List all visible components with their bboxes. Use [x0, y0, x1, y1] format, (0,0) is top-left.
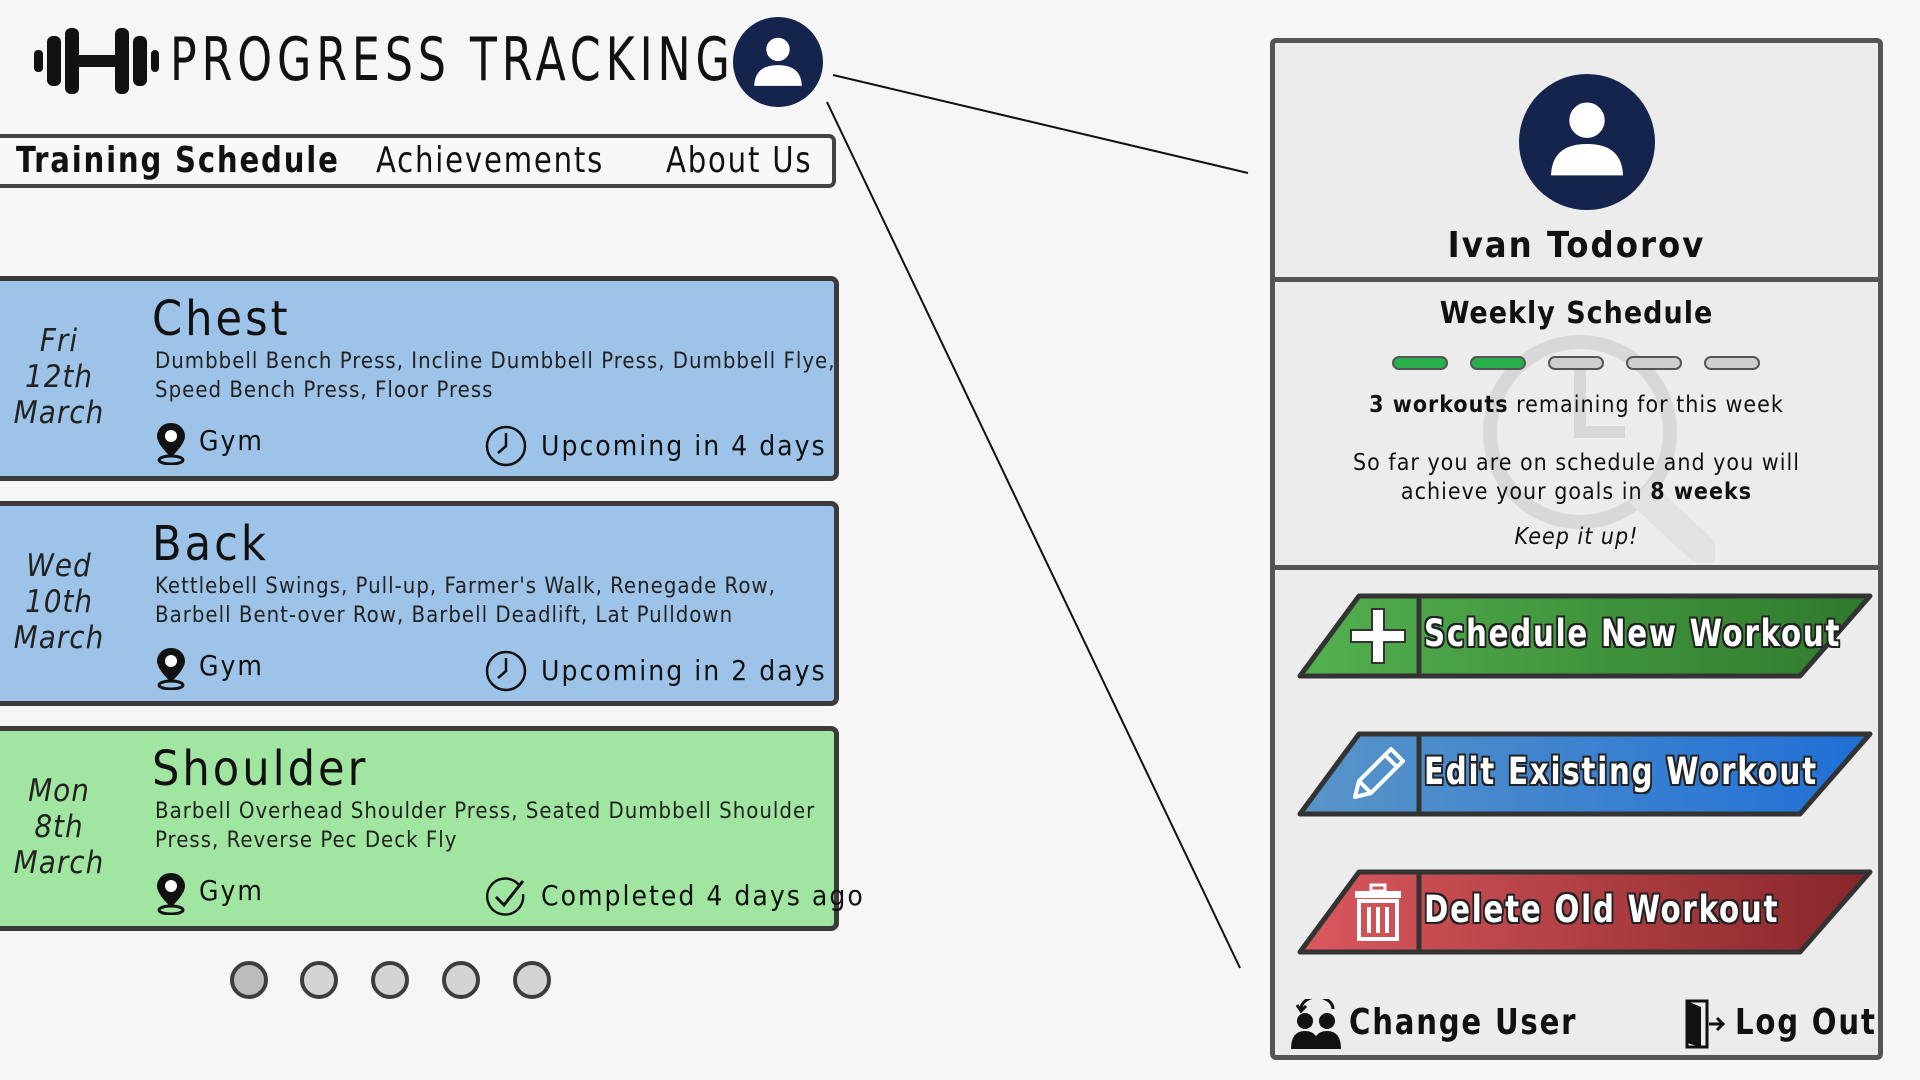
pager-dot-1[interactable]	[230, 961, 268, 999]
pager-dot-5[interactable]	[513, 961, 551, 999]
check-icon	[485, 877, 525, 916]
log-out-button[interactable]: Log Out	[1685, 993, 1875, 1053]
user-icon	[1546, 97, 1628, 180]
profile-avatar	[1519, 74, 1655, 210]
week-progress-3	[1548, 356, 1604, 370]
pager-dot-3[interactable]	[371, 961, 409, 999]
pencil-icon	[1353, 747, 1405, 799]
workout-exercises: Kettlebell Swings, Pull-up, Farmer's Wal…	[155, 574, 776, 628]
edit-existing-workout-button[interactable]: Edit Existing Workout	[1297, 731, 1873, 817]
change-user-icon	[1291, 999, 1341, 1049]
dumbbell-icon	[34, 28, 159, 94]
user-avatar-button[interactable]	[733, 17, 823, 107]
week-progress-1	[1392, 356, 1448, 370]
week-progress-2	[1470, 356, 1526, 370]
user-icon	[751, 34, 805, 89]
pager-dot-2[interactable]	[300, 961, 338, 999]
clock-icon	[485, 425, 527, 467]
workout-title: Chest	[152, 291, 291, 347]
clock-watermark-icon	[1483, 335, 1715, 562]
week-progress-4	[1626, 356, 1682, 370]
location-pin-icon	[157, 873, 185, 915]
workout-title: Back	[152, 516, 269, 572]
weekly-schedule-title: Weekly Schedule	[1439, 296, 1714, 331]
main-nav: Training Schedule Achievements About Us	[0, 134, 836, 188]
schedule-status-line-2: achieve your goals in 8 weeks	[1400, 479, 1753, 505]
encouragement-text: Keep it up!	[1514, 524, 1639, 550]
tab-about-us[interactable]: About Us	[666, 140, 813, 181]
trash-icon	[1355, 883, 1401, 941]
clock-icon	[485, 650, 527, 692]
workout-title: Shoulder	[152, 741, 369, 797]
schedule-new-workout-button[interactable]: Schedule New Workout	[1297, 593, 1873, 679]
location-pin-icon	[157, 423, 185, 465]
location-pin-icon	[157, 648, 185, 690]
tab-training-schedule[interactable]: Training Schedule	[16, 140, 340, 181]
delete-old-workout-button[interactable]: Delete Old Workout	[1297, 869, 1873, 955]
plus-icon	[1350, 608, 1406, 664]
delete-button-shape	[1297, 869, 1873, 955]
weekly-schedule: Weekly Schedule 3 workouts remaining for…	[1275, 282, 1878, 570]
app-title: PROGRESS TRACKING	[170, 25, 735, 95]
profile-panel: Ivan Todorov Weekly Schedule 3 workouts …	[1270, 38, 1883, 1060]
pager-dot-4[interactable]	[442, 961, 480, 999]
change-user-button[interactable]: Change User	[1289, 993, 1589, 1053]
logout-icon	[1685, 999, 1725, 1049]
profile-header: Ivan Todorov	[1275, 43, 1878, 282]
workouts-remaining: 3 workouts remaining for this week	[1369, 392, 1784, 418]
schedule-status-line-1: So far you are on schedule and you will	[1353, 450, 1800, 476]
schedule-button-shape	[1297, 593, 1873, 679]
workout-exercises: Dumbbell Bench Press, Incline Dumbbell P…	[155, 349, 836, 403]
week-progress-5	[1704, 356, 1760, 370]
tab-achievements[interactable]: Achievements	[376, 140, 605, 181]
workout-exercises: Barbell Overhead Shoulder Press, Seated …	[155, 799, 816, 853]
edit-button-shape	[1297, 731, 1873, 817]
profile-name: Ivan Todorov	[1447, 225, 1706, 266]
